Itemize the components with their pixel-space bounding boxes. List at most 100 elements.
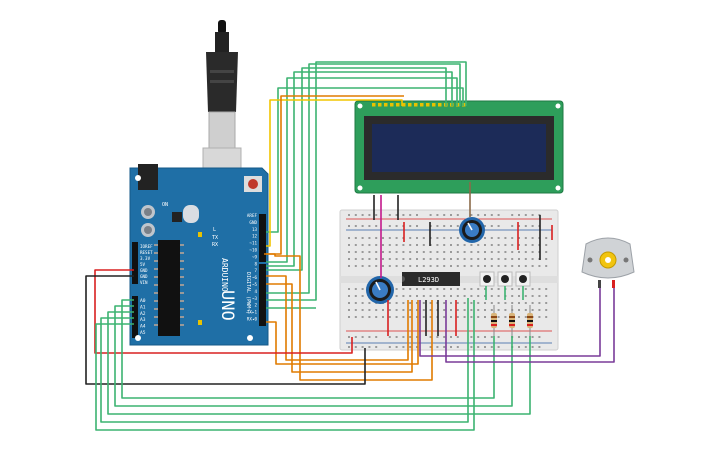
breadboard-hole[interactable] [545, 302, 548, 304]
breadboard-hole[interactable] [429, 346, 432, 348]
breadboard-hole[interactable] [395, 251, 398, 253]
breadboard-hole[interactable] [361, 244, 364, 246]
breadboard-hole[interactable] [490, 336, 493, 338]
breadboard-hole[interactable] [497, 237, 500, 239]
breadboard-hole[interactable] [477, 336, 480, 338]
breadboard-hole[interactable] [422, 295, 425, 297]
breadboard-hole[interactable] [409, 316, 412, 318]
breadboard-hole[interactable] [524, 237, 527, 239]
breadboard-hole[interactable] [354, 214, 357, 216]
breadboard-hole[interactable] [497, 251, 500, 253]
breadboard-hole[interactable] [524, 244, 527, 246]
breadboard-hole[interactable] [402, 288, 405, 290]
breadboard-hole[interactable] [409, 346, 412, 348]
breadboard-hole[interactable] [429, 316, 432, 318]
breadboard-hole[interactable] [490, 288, 493, 290]
breadboard-hole[interactable] [368, 316, 371, 318]
breadboard-hole[interactable] [429, 265, 432, 267]
breadboard-hole[interactable] [456, 346, 459, 348]
lcd-pin[interactable] [426, 103, 430, 107]
breadboard-hole[interactable] [388, 265, 391, 267]
breadboard-hole[interactable] [368, 309, 371, 311]
breadboard-hole[interactable] [368, 346, 371, 348]
breadboard-hole[interactable] [348, 225, 350, 227]
breadboard-hole[interactable] [518, 237, 520, 239]
breadboard-hole[interactable] [490, 237, 493, 239]
breadboard-hole[interactable] [538, 316, 541, 318]
breadboard-hole[interactable] [470, 244, 473, 246]
breadboard-hole[interactable] [361, 288, 364, 290]
breadboard-hole[interactable] [395, 225, 398, 227]
breadboard-hole[interactable] [545, 251, 548, 253]
breadboard-hole[interactable] [470, 265, 473, 267]
breadboard-hole[interactable] [382, 309, 384, 311]
breadboard-hole[interactable] [422, 237, 425, 239]
breadboard-hole[interactable] [531, 225, 534, 227]
breadboard-hole[interactable] [456, 251, 459, 253]
breadboard-hole[interactable] [511, 258, 514, 260]
breadboard-hole[interactable] [395, 265, 398, 267]
breadboard-hole[interactable] [348, 251, 350, 253]
breadboard-hole[interactable] [545, 288, 548, 290]
breadboard-hole[interactable] [538, 265, 541, 267]
breadboard-hole[interactable] [490, 251, 493, 253]
breadboard-hole[interactable] [497, 309, 500, 311]
breadboard-hole[interactable] [443, 316, 446, 318]
breadboard-hole[interactable] [375, 251, 378, 253]
breadboard-hole[interactable] [470, 336, 473, 338]
breadboard-hole[interactable] [375, 316, 378, 318]
breadboard-hole[interactable] [497, 258, 500, 260]
breadboard-hole[interactable] [395, 288, 398, 290]
breadboard-hole[interactable] [484, 265, 486, 267]
breadboard-hole[interactable] [518, 316, 520, 318]
breadboard-hole[interactable] [429, 258, 432, 260]
breadboard-hole[interactable] [463, 265, 466, 267]
breadboard-hole[interactable] [477, 316, 480, 318]
breadboard-hole[interactable] [518, 225, 520, 227]
breadboard-hole[interactable] [429, 302, 432, 304]
breadboard-hole[interactable] [538, 309, 541, 311]
breadboard-hole[interactable] [470, 295, 473, 297]
breadboard-hole[interactable] [463, 244, 466, 246]
breadboard-hole[interactable] [361, 302, 364, 304]
breadboard-hole[interactable] [361, 214, 364, 216]
breadboard-hole[interactable] [518, 288, 520, 290]
breadboard-hole[interactable] [484, 225, 486, 227]
breadboard-hole[interactable] [416, 336, 418, 338]
breadboard-hole[interactable] [361, 251, 364, 253]
breadboard-hole[interactable] [477, 258, 480, 260]
breadboard-hole[interactable] [443, 309, 446, 311]
breadboard-hole[interactable] [348, 288, 350, 290]
breadboard-hole[interactable] [477, 251, 480, 253]
wire-green[interactable] [266, 67, 447, 271]
wire-green[interactable] [266, 63, 461, 294]
breadboard-hole[interactable] [524, 316, 527, 318]
breadboard-hole[interactable] [422, 258, 425, 260]
breadboard-hole[interactable] [531, 346, 534, 348]
breadboard-hole[interactable] [443, 336, 446, 338]
breadboard-hole[interactable] [429, 336, 432, 338]
breadboard-hole[interactable] [409, 214, 412, 216]
breadboard-hole[interactable] [443, 237, 446, 239]
breadboard-hole[interactable] [504, 244, 507, 246]
breadboard-hole[interactable] [450, 288, 452, 290]
breadboard-hole[interactable] [388, 309, 391, 311]
breadboard-hole[interactable] [511, 295, 514, 297]
breadboard-hole[interactable] [450, 302, 452, 304]
breadboard-hole[interactable] [511, 244, 514, 246]
breadboard-hole[interactable] [456, 336, 459, 338]
wire-green[interactable] [114, 305, 513, 407]
push-button-icon[interactable] [515, 271, 531, 287]
breadboard-hole[interactable] [538, 336, 541, 338]
breadboard-hole[interactable] [368, 258, 371, 260]
breadboard-hole[interactable] [470, 258, 473, 260]
breadboard-hole[interactable] [490, 258, 493, 260]
breadboard-hole[interactable] [416, 237, 418, 239]
breadboard-hole[interactable] [416, 214, 418, 216]
breadboard-hole[interactable] [531, 302, 534, 304]
breadboard-hole[interactable] [348, 258, 350, 260]
breadboard-hole[interactable] [538, 288, 541, 290]
breadboard-hole[interactable] [524, 258, 527, 260]
breadboard-hole[interactable] [470, 214, 473, 216]
breadboard-hole[interactable] [477, 309, 480, 311]
